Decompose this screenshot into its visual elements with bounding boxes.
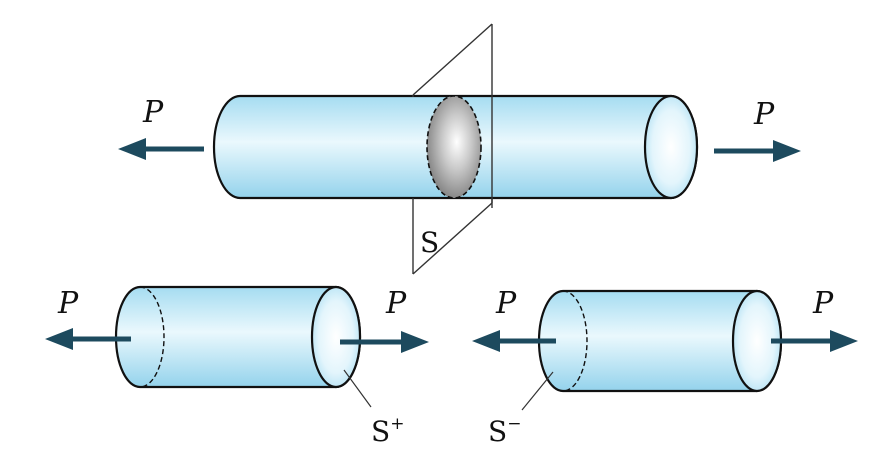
s-plus-label: S+ bbox=[371, 414, 404, 448]
left-piece-left-force-label: P bbox=[57, 286, 79, 321]
plane-edge-bottom bbox=[412, 202, 493, 275]
left-piece-hidden-edge bbox=[139, 286, 165, 388]
s-plus-leader bbox=[343, 369, 372, 408]
top-right-force-arrow bbox=[714, 140, 801, 162]
s-minus-sign: − bbox=[507, 414, 521, 434]
right-piece-hidden-edge bbox=[562, 290, 588, 392]
left-piece-left-force-arrow bbox=[45, 328, 131, 350]
top-right-force-label: P bbox=[753, 97, 775, 132]
right-piece-left-force-label: P bbox=[495, 286, 517, 321]
left-piece bbox=[114, 285, 362, 389]
right-piece-right-force-arrow bbox=[771, 330, 858, 352]
s-minus-leader bbox=[521, 371, 554, 411]
s-plus-sign: + bbox=[390, 414, 404, 434]
right-piece-right-force-label: P bbox=[812, 286, 834, 321]
right-piece bbox=[537, 289, 783, 393]
main-bar-end-cap bbox=[643, 94, 699, 200]
s-minus-base: S bbox=[488, 415, 507, 448]
cutting-plane bbox=[412, 23, 493, 275]
s-plus-base: S bbox=[371, 415, 390, 448]
left-piece-section-face bbox=[310, 285, 362, 389]
top-left-force-arrow bbox=[118, 138, 204, 160]
plane-edge-top bbox=[412, 23, 493, 96]
right-piece-left-force-arrow bbox=[472, 330, 556, 352]
plane-label: S bbox=[420, 226, 439, 259]
s-minus-label: S− bbox=[488, 414, 521, 448]
top-left-force-label: P bbox=[142, 95, 164, 130]
cross-section-ellipse bbox=[426, 95, 482, 199]
left-piece-right-force-label: P bbox=[385, 286, 407, 321]
left-piece-right-force-arrow bbox=[340, 331, 429, 353]
